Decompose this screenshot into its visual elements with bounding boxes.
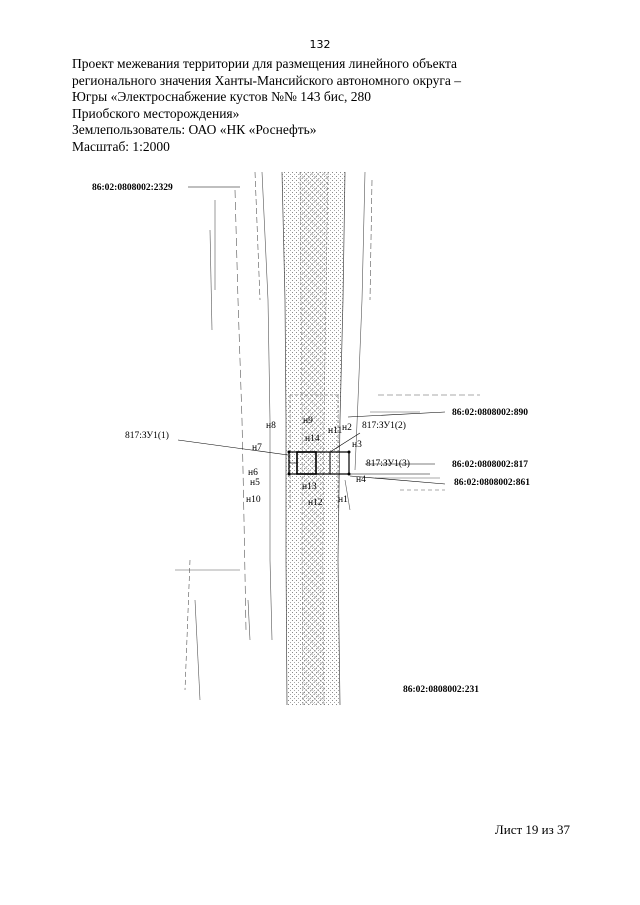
point-n10-label: н10 — [246, 495, 261, 505]
header-line-2: регионального значения Ханты-Мансийского… — [72, 72, 461, 88]
parcel-zu1-1-label: 817:ЗУ1(1) — [125, 430, 169, 441]
parcel-zu1-2-label: 817:ЗУ1(2) — [362, 420, 406, 431]
parcel-zu1-3-label: 817:ЗУ1(3) — [366, 458, 410, 469]
header-line-5: Землепользователь: ОАО «НК «Роснефть» — [72, 122, 317, 137]
point-n6-label: н6 — [248, 468, 258, 478]
leader-lines — [177, 186, 446, 485]
point-n12-label: н12 — [308, 498, 323, 508]
point-n11-label: н11 — [328, 426, 342, 436]
road-corridor — [281, 171, 346, 706]
header-line-4: Приобского месторождения» — [72, 105, 240, 121]
cadastral-861-label: 86:02:0808002:861 — [454, 478, 530, 488]
sheet-number: Лист 19 из 37 — [494, 822, 570, 837]
boundary-lines — [175, 171, 480, 701]
point-n2-label: н2 — [342, 423, 352, 433]
point-n3-label: н3 — [352, 440, 362, 450]
point-n4-label: н4 — [356, 475, 366, 485]
header-line-6: Масштаб: 1:2000 — [72, 138, 170, 154]
point-n8-label: н8 — [266, 421, 276, 431]
cadastral-2329-label: 86:02:0808002:2329 — [92, 183, 173, 193]
point-n7-label: н7 — [252, 443, 262, 453]
point-n1-label: н1 — [338, 495, 348, 505]
point-n14-label: н14 — [305, 434, 320, 444]
page-number: 132 — [309, 38, 331, 51]
document-header: Проект межевания территории для размещен… — [72, 56, 572, 155]
point-n9-label: н9 — [303, 416, 313, 426]
parcel-polygon — [287, 450, 351, 476]
header-line-3: Югры «Электроснабжение кустов №№ 143 бис… — [72, 89, 371, 104]
header-line-1: Проект межевания территории для размещен… — [72, 56, 458, 71]
cadastral-817-label: 86:02:0808002:817 — [452, 460, 528, 470]
point-n13-label: н13 — [302, 482, 317, 492]
cadastral-231-label: 86:02:0808002:231 — [403, 685, 479, 695]
cadastral-890-label: 86:02:0808002:890 — [452, 408, 528, 418]
point-n5-label: н5 — [250, 478, 260, 488]
